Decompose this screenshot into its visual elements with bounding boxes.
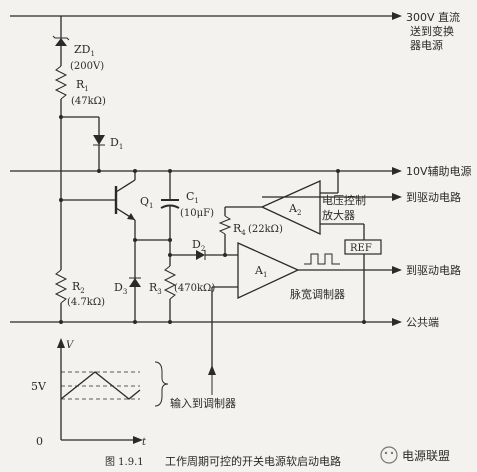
watermark: 电源联盟: [380, 446, 450, 464]
label-300v-line2: 送到变换: [410, 24, 454, 38]
label-ref: REF: [350, 243, 372, 254]
watermark-text: 电源联盟: [402, 449, 450, 463]
label-r2-value: (4.7kΩ): [67, 297, 105, 308]
label-c1: C1: [186, 190, 199, 205]
label-inset-0: 0: [36, 435, 43, 448]
diode-d1: [61, 116, 105, 171]
diode-d3: [129, 277, 141, 287]
label-r4-value: (22kΩ): [248, 224, 283, 235]
label-r2: R2: [72, 280, 85, 295]
label-d3: D3: [114, 281, 127, 296]
pulse-waveform: [304, 253, 340, 265]
resistor-r3: [163, 255, 177, 322]
label-c1-value: (10μF): [180, 208, 214, 219]
label-r3-value: (470kΩ): [174, 283, 215, 294]
label-to-driver-2: 到驱动电路: [406, 264, 461, 277]
label-pwm: 脉宽调制器: [290, 287, 345, 301]
caption-title: 工作周期可控的开关电源软启动电路: [165, 454, 341, 468]
label-inset-v: V: [66, 340, 75, 351]
label-voltage-ctrl-1: 电压控制: [322, 193, 366, 207]
caption-figure-no: 图 1.9.1: [105, 456, 144, 468]
label-to-driver-1: 到驱动电路: [406, 191, 461, 204]
rail-300v: [10, 12, 402, 20]
inset-graph: [57, 338, 216, 444]
label-d2: D2: [192, 238, 205, 253]
ref-box: [344, 239, 382, 322]
label-d1: D1: [110, 136, 123, 151]
label-r1-value: (47kΩ): [71, 96, 106, 107]
label-zd1: ZD1: [74, 43, 95, 58]
zener-zd1: [52, 16, 70, 66]
resistor-r2: [54, 269, 68, 322]
label-voltage-ctrl-2: 放大器: [322, 208, 355, 222]
label-inset-t: t: [142, 437, 147, 448]
label-r4: R4: [233, 222, 246, 237]
resistor-r1: [54, 65, 68, 270]
label-zd1-value: (200V): [70, 61, 104, 72]
rail-common: [10, 318, 402, 326]
label-common: 公共端: [406, 316, 439, 329]
label-input-modulator: 输入到调制器: [170, 396, 236, 410]
label-r3: R3: [149, 281, 162, 296]
transistor-q1: [61, 171, 136, 322]
rail-10v-aux: [10, 167, 402, 175]
resistor-r4: [218, 206, 262, 255]
label-a2: A2: [288, 202, 301, 217]
opamp-a1: [211, 241, 402, 375]
label-a1: A1: [254, 264, 267, 279]
label-300v: 300V 直流: [406, 10, 460, 24]
diode-d2: [170, 250, 238, 260]
opamp-a2: [260, 171, 402, 240]
label-q1: Q1: [140, 195, 154, 210]
label-10v-aux: 10V辅助电源: [406, 164, 472, 178]
label-300v-line3: 器电源: [410, 38, 443, 52]
capacitor-c1: [135, 171, 180, 255]
label-inset-5v: 5V: [31, 380, 47, 393]
label-r1: R1: [76, 78, 89, 93]
